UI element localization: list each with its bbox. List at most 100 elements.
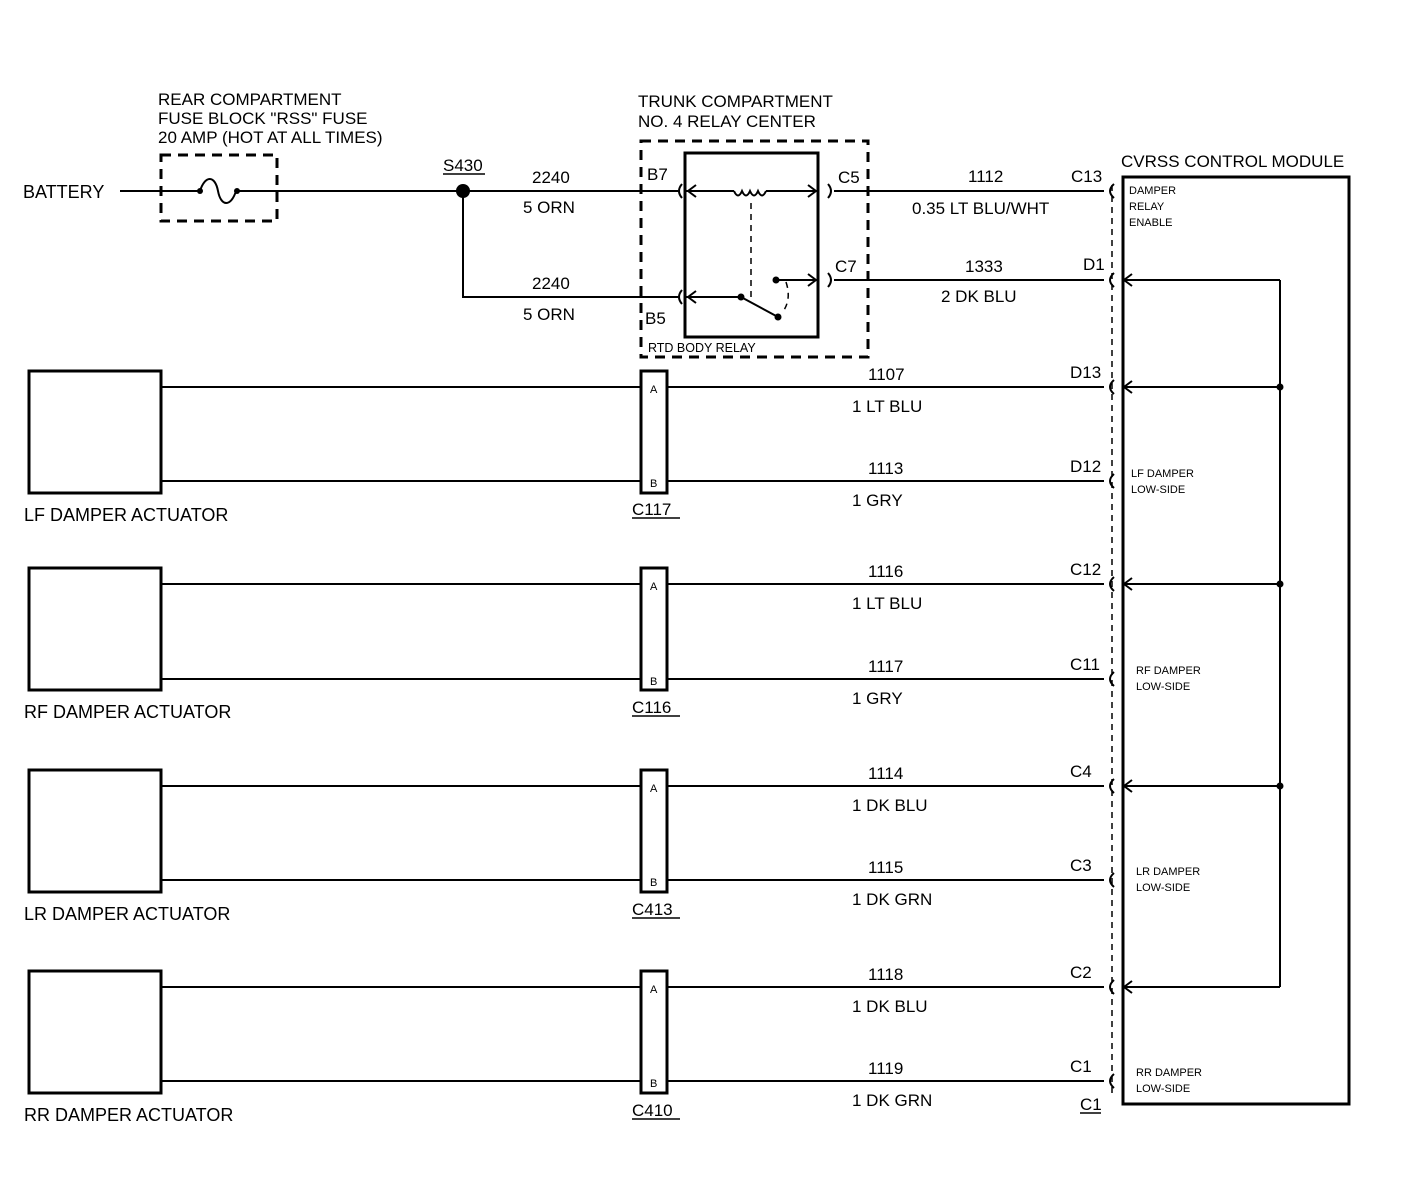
inline-connector	[639, 768, 669, 894]
bus-tap-arrow	[1122, 779, 1133, 793]
actuator-box	[27, 566, 163, 692]
actuator-name: RF DAMPER ACTUATOR	[24, 702, 231, 722]
inline-connector-pin-b: B	[650, 676, 657, 688]
wire-1112-circuit: 1112	[968, 167, 1003, 186]
module-pin-d1: D1	[1083, 255, 1105, 274]
module-pin-connector-a	[1109, 576, 1115, 592]
actuator-box	[27, 969, 163, 1095]
wire-color-code-b: 1 DK GRN	[852, 890, 932, 909]
module-rr-low-1: RR DAMPER	[1136, 1067, 1202, 1079]
inline-connector	[639, 566, 669, 692]
inline-connector-label: C413	[632, 900, 673, 919]
module-lf-low-2: LOW-SIDE	[1131, 484, 1185, 496]
bus-tap-arrow	[1122, 273, 1133, 287]
relay-b5-arrow	[686, 290, 697, 304]
wire-b7-color: 5 ORN	[523, 198, 575, 217]
battery-label: BATTERY	[23, 182, 104, 202]
module-pin-connector-b	[1109, 1073, 1115, 1089]
inline-connector	[639, 969, 669, 1095]
actuator-name: RR DAMPER ACTUATOR	[24, 1105, 233, 1125]
module-rf-low-2: LOW-SIDE	[1136, 681, 1190, 693]
relay-c7-arrow	[807, 273, 818, 287]
relay-c7-connector	[827, 272, 832, 288]
actuator-box	[27, 768, 163, 894]
inline-connector-pin-a: A	[650, 783, 658, 795]
wire-b5-color: 5 ORN	[523, 305, 575, 324]
inline-connector-pin-a: A	[650, 384, 658, 396]
relay-center-dashed-box	[639, 139, 870, 359]
actuator-name: LF DAMPER ACTUATOR	[24, 505, 228, 525]
actuator-box	[27, 369, 163, 495]
relay-center-title-line2: NO. 4 RELAY CENTER	[638, 112, 816, 131]
module-box	[1121, 175, 1351, 1106]
relay-name: RTD BODY RELAY	[648, 341, 756, 355]
relay-pin-c5: C5	[838, 168, 860, 187]
relay-nc-contact	[774, 313, 782, 321]
module-pin-a: C4	[1070, 762, 1092, 781]
module-pin-connector-b	[1109, 671, 1115, 687]
relay-pin-b7: B7	[647, 165, 668, 184]
module-connector-c1-label: C1	[1080, 1095, 1102, 1114]
module-pin-d1-connector	[1109, 272, 1115, 288]
relay-switch-arm	[740, 296, 779, 318]
module-pin-b: C11	[1070, 655, 1100, 674]
fuse-block-dashed-box	[159, 153, 279, 223]
wire-color-code-b: 1 GRY	[852, 491, 903, 510]
bus-tap-arrow	[1122, 980, 1133, 994]
fuse-terminal-right	[234, 188, 240, 194]
bus-junction-dot	[1276, 580, 1284, 588]
wire-circuit-number-b: 1119	[868, 1059, 903, 1078]
inline-connector-pin-a: A	[650, 581, 658, 593]
wire-1333-circuit: 1333	[965, 257, 1003, 276]
fuse-symbol	[199, 178, 237, 204]
inline-connector-pin-b: B	[650, 478, 657, 490]
actuator-name: LR DAMPER ACTUATOR	[24, 904, 230, 924]
module-pin-c13-connector	[1109, 183, 1115, 199]
relay-c5-connector	[827, 183, 832, 199]
inline-connector-pin-b: B	[650, 877, 657, 889]
module-pin-connector-a	[1109, 979, 1115, 995]
inline-connector-label: C410	[632, 1101, 673, 1120]
bus-tap-arrow	[1122, 380, 1133, 394]
bus-tap-arrow	[1122, 577, 1133, 591]
wire-b5-circuit: 2240	[532, 274, 570, 293]
wire-color-code-a: 1 DK BLU	[852, 796, 928, 815]
module-relay-enable-2: RELAY	[1129, 201, 1165, 213]
inline-connector	[639, 369, 669, 495]
relay-pin-b5: B5	[645, 309, 666, 328]
wire-color-code-a: 1 LT BLU	[852, 594, 922, 613]
splice-label: S430	[443, 156, 483, 175]
relay-switch-travel	[781, 281, 789, 314]
inline-connector-pin-b: B	[650, 1078, 657, 1090]
inline-connector-label: C117	[632, 500, 671, 519]
wire-b7-circuit: 2240	[532, 168, 570, 187]
wire-circuit-number-b: 1115	[868, 858, 903, 877]
relay-b5-connector	[678, 289, 683, 305]
module-rr-low-2: LOW-SIDE	[1136, 1083, 1190, 1095]
module-pin-a: D13	[1070, 363, 1101, 382]
module-internal-taps	[1122, 273, 1284, 994]
wire-circuit-number-b: 1113	[868, 459, 903, 478]
inline-connector-label: C116	[632, 698, 671, 717]
relay-center-title-line1: TRUNK COMPARTMENT	[638, 92, 833, 111]
module-relay-enable-1: DAMPER	[1129, 185, 1176, 197]
fuse-block-title-line3: 20 AMP (HOT AT ALL TIMES)	[158, 128, 383, 147]
module-lr-low-2: LOW-SIDE	[1136, 882, 1190, 894]
bus-junction-dot	[1276, 782, 1284, 790]
inline-connector-pin-a: A	[650, 984, 658, 996]
bus-junction-dot	[1276, 383, 1284, 391]
wire-color-code-b: 1 DK GRN	[852, 1091, 932, 1110]
module-pin-connector-a	[1109, 379, 1115, 395]
module-pin-a: C2	[1070, 963, 1092, 982]
fuse-block-title-line2: FUSE BLOCK "RSS" FUSE	[158, 109, 368, 128]
module-pin-connector-b	[1109, 473, 1115, 489]
module-pin-connector-b	[1109, 872, 1115, 888]
module-pin-b: D12	[1070, 457, 1101, 476]
module-lr-low-1: LR DAMPER	[1136, 866, 1200, 878]
relay-b7-arrow	[686, 184, 697, 198]
wire-circuit-number-b: 1117	[868, 657, 903, 676]
